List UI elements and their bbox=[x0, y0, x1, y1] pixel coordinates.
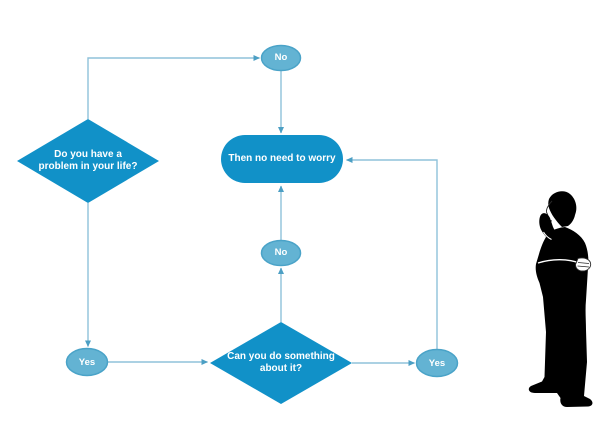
connector-group bbox=[85, 55, 438, 366]
terminator-no-mid-shape[interactable] bbox=[260, 239, 302, 267]
thinking-person-silhouette[interactable] bbox=[528, 191, 593, 407]
person-hand-on-chin bbox=[539, 213, 558, 242]
person-fingers bbox=[575, 257, 592, 272]
decision-cando-shape[interactable] bbox=[210, 322, 352, 404]
person-hair bbox=[548, 191, 577, 227]
process-worry-shape[interactable] bbox=[221, 135, 343, 183]
connector-problem-to-no-top[interactable] bbox=[87, 55, 260, 119]
terminator-yes-left-shape[interactable] bbox=[65, 347, 109, 377]
person-cuff-highlight bbox=[543, 231, 552, 240]
person-body bbox=[528, 227, 593, 407]
terminator-yes-right-shape[interactable] bbox=[415, 348, 459, 378]
terminator-no-top-shape[interactable] bbox=[260, 44, 302, 72]
person-finger-lines bbox=[577, 262, 590, 268]
connector-yes-right-to-worry[interactable] bbox=[346, 157, 438, 350]
decision-problem-shape[interactable] bbox=[17, 119, 159, 203]
